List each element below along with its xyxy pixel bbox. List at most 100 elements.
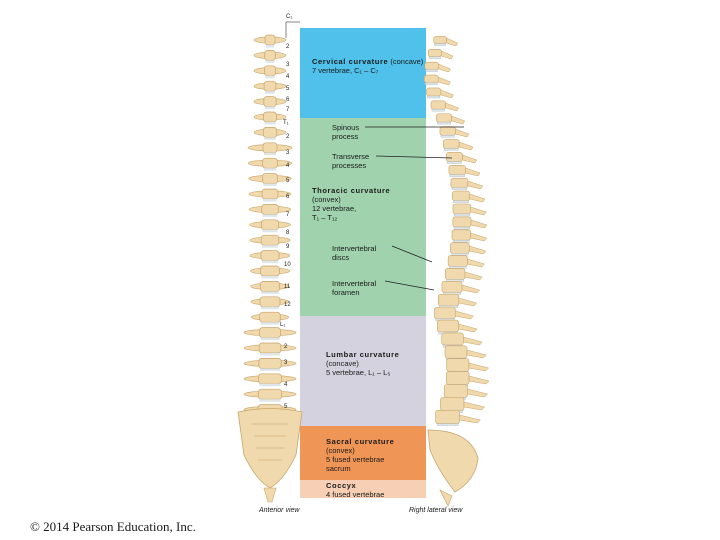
vertebra-label: 8 (286, 230, 290, 236)
lateral-disc (449, 266, 467, 269)
vertebral-body (259, 311, 281, 323)
disc (265, 60, 275, 63)
lateral-vertebral-body (446, 358, 470, 372)
lateral-vertebral-body (452, 203, 472, 215)
sacral-title: Sacral curvature (326, 437, 395, 446)
disc (263, 183, 277, 187)
vertebral-body (260, 234, 280, 246)
spinous-process (463, 336, 483, 346)
lateral-disc (425, 69, 438, 72)
lateral-disc (451, 187, 468, 190)
spinous-process (445, 102, 459, 112)
disc (263, 152, 277, 156)
spinous-process (458, 323, 478, 333)
lateral-disc (437, 122, 451, 125)
disc (264, 137, 276, 140)
spinous-process (458, 297, 478, 307)
label-sacral: Sacral curvature (convex) 5 fused verteb… (326, 437, 394, 473)
disc (262, 229, 278, 233)
band-sacral (300, 426, 426, 480)
spinous-process (451, 115, 466, 125)
vertebral-body (258, 373, 282, 385)
vertebral-body (262, 173, 278, 184)
vertebral-body (260, 250, 280, 261)
vertebra-label: 2 (284, 344, 288, 350)
spinous-process (468, 362, 490, 372)
coccyx-title: Coccyx (326, 481, 357, 490)
band-thoracic (300, 118, 426, 316)
lateral-vertebral-body (444, 268, 466, 280)
lateral-vertebral-body (441, 281, 463, 293)
spinous-process (455, 128, 470, 138)
vertebral-body (262, 127, 278, 138)
vertebra-label: C₁ (286, 14, 293, 20)
disc (261, 276, 279, 279)
thoracic-desc: (convex) 12 vertebrae, T₁ – T₁₂ (312, 195, 357, 222)
lateral-disc (451, 253, 469, 256)
spinous-process (469, 193, 486, 203)
coccyx-lateral (439, 489, 453, 507)
vertebra-label: L₁ (280, 322, 286, 328)
vertebra-label: 3 (284, 360, 288, 366)
spinous-process (463, 401, 486, 411)
vertebral-body (259, 296, 281, 308)
lateral-disc (444, 148, 459, 151)
spinous-process (461, 284, 481, 294)
lateral-disc (453, 240, 470, 243)
lateral-vertebral-body (452, 216, 472, 228)
vertebra-label: 3 (286, 62, 290, 68)
spinous-process (470, 232, 488, 242)
lateral-vertebral-body (435, 409, 460, 425)
vertebral-body (257, 388, 283, 400)
disc (260, 353, 280, 356)
lateral-vertebral-body (446, 152, 463, 162)
vertebra-label: 7 (286, 212, 290, 218)
lateral-vertebral-body (442, 139, 460, 149)
spinous-process (470, 219, 488, 229)
cervical-desc: (concave) 7 vertebrae, C₁ – C₇ (312, 57, 424, 75)
vertebra-label: 11 (284, 284, 291, 290)
callout-foramen: Intervertebral foramen (332, 279, 377, 297)
disc (266, 45, 274, 48)
lateral-disc (436, 423, 459, 426)
sacrum-lateral (427, 429, 479, 493)
disc (265, 75, 275, 79)
disc (260, 337, 280, 341)
lateral-vertebral-body (447, 255, 468, 267)
spinous-process (469, 245, 487, 255)
lateral-vertebral-body (424, 61, 439, 71)
vertebra-label: 3 (286, 150, 290, 156)
lateral-disc (431, 108, 445, 112)
spinous-process (462, 154, 478, 164)
lateral-vertebral-body (448, 165, 466, 175)
spinous-process (455, 310, 474, 320)
disc (263, 199, 277, 202)
lateral-vertebral-body (433, 36, 447, 44)
callout-spinous: Spinous process (332, 123, 360, 141)
spinous-process (438, 76, 451, 86)
callout-transverse: Transverse processes (332, 152, 370, 170)
lateral-vertebral-body (424, 74, 439, 84)
spinous-process (467, 180, 484, 190)
copyright: © 2014 Pearson Education, Inc. (30, 519, 196, 534)
lateral-vertebral-body (430, 100, 446, 110)
lateral-vertebral-body (450, 242, 470, 254)
lateral-vertebral-body (434, 306, 456, 320)
transverse-leader (375, 155, 453, 159)
spinous-process (464, 271, 483, 281)
spinous-process (465, 167, 481, 177)
disc (262, 214, 278, 217)
spinous-process (467, 388, 489, 398)
spinous-process (459, 414, 481, 424)
vertebral-body (258, 342, 282, 354)
spinous-process (470, 206, 487, 216)
vertebra-label: 6 (286, 97, 290, 103)
vertebral-body (259, 281, 281, 292)
vertebral-body (260, 265, 280, 277)
label-coccyx: Coccyx 4 fused vertebrae (326, 481, 384, 499)
coccyx-desc: 4 fused vertebrae (326, 490, 385, 499)
lateral-disc (449, 174, 465, 177)
vertebral-body (262, 142, 278, 154)
lateral-vertebral-body (441, 332, 464, 346)
